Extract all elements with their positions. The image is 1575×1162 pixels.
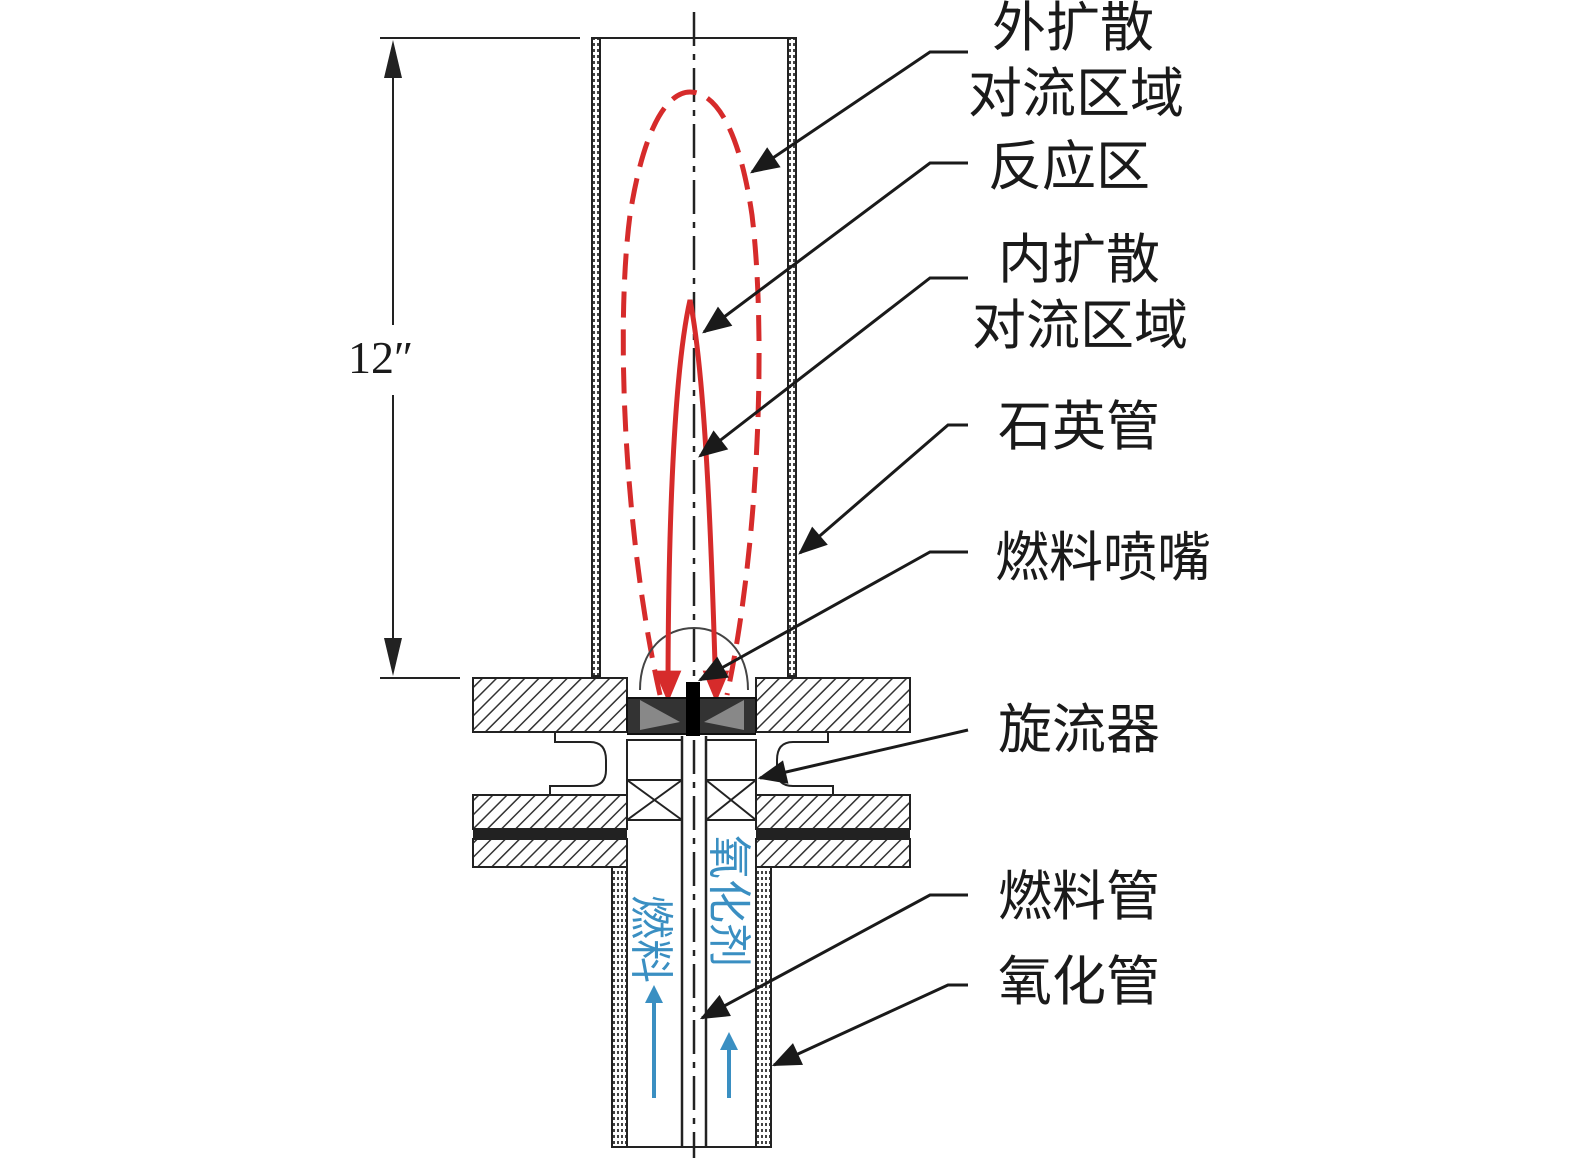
oxidizer-flow-indicator: 氧化剂 [703,835,754,1098]
lower-flange [472,794,911,868]
label-swirler: 旋流器 [998,698,1160,761]
height-dimension: 12″ [348,37,580,679]
fuel-tube [680,736,708,1147]
label-fuel-nozzle: 燃料喷嘴 [995,526,1211,589]
reaction-zone-flame [665,299,719,698]
fuel-flow-label: 燃料 [625,895,676,983]
label-outer-diffusion-line2: 对流区域 [968,62,1184,125]
spacer [549,731,834,796]
upper-flange [472,677,911,733]
fuel-nozzle-tip [686,682,700,736]
leader-lines [697,50,969,1067]
oxidizer-tube [611,866,772,1148]
outer-flame-envelope [620,89,762,696]
label-inner-diffusion-line2: 对流区域 [972,294,1188,357]
label-fuel-tube: 燃料管 [998,865,1160,928]
swirler [626,739,757,821]
label-oxidizer-tube: 氧化管 [998,950,1160,1013]
label-outer-diffusion-line1: 外扩散 [992,0,1154,59]
oxidizer-flow-label: 氧化剂 [703,835,754,967]
label-inner-diffusion-line1: 内扩散 [998,228,1160,291]
label-quartz-tube: 石英管 [998,395,1160,458]
nozzle-dome [639,626,749,691]
label-reaction-zone: 反应区 [988,135,1150,198]
quartz-tube [591,37,797,677]
fuel-flow-indicator: 燃料 [625,895,676,1098]
nozzle-block [626,682,757,736]
dimension-label: 12″ [348,332,413,383]
